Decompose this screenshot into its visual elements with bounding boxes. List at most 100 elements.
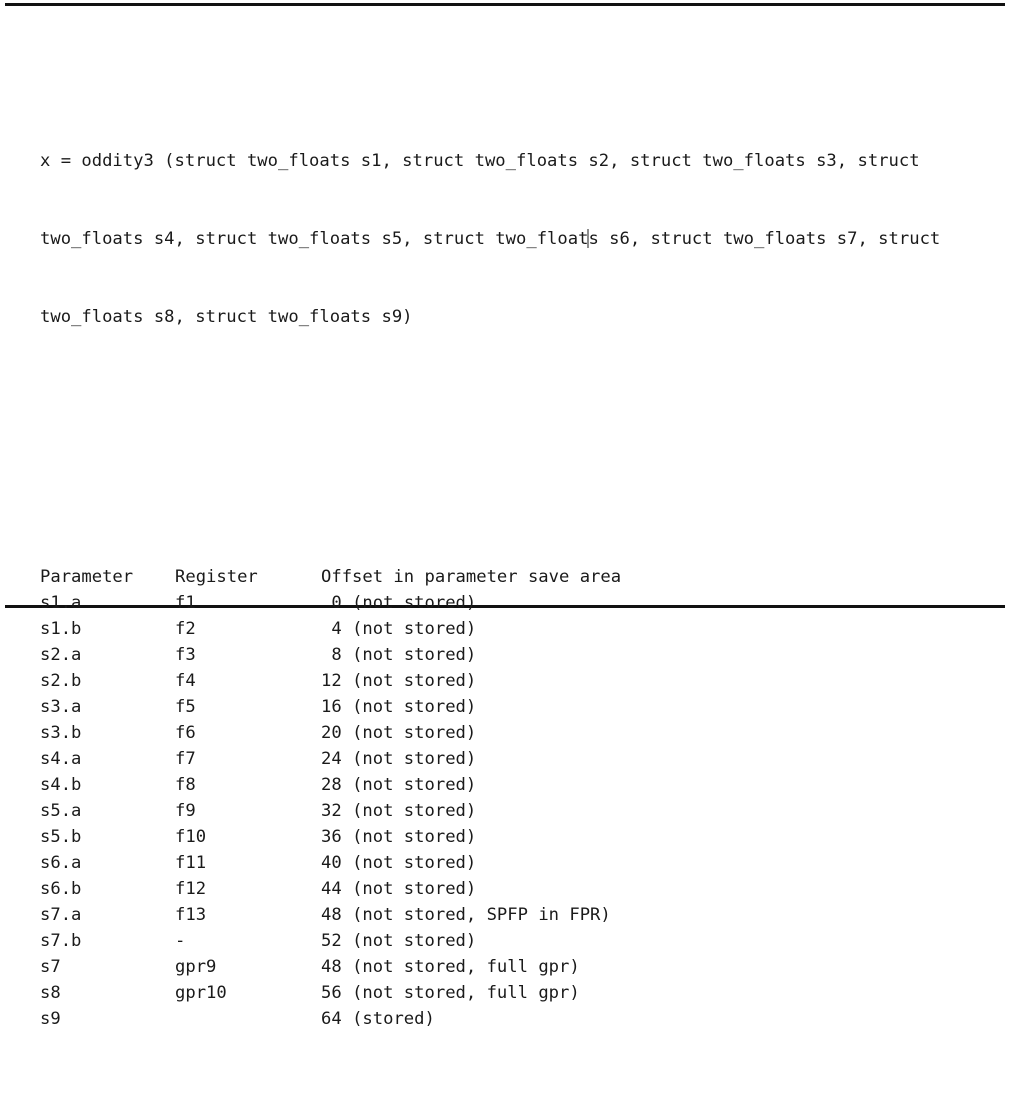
cell-register: f6 [175, 723, 196, 743]
cell-parameter: s5.b [40, 827, 82, 847]
offset-note: (not stored) [352, 827, 477, 847]
table-row: s7.b-52 (not stored) [40, 928, 621, 954]
offset-note: (not stored) [352, 697, 477, 717]
cell-register: f2 [175, 619, 196, 639]
offset-value: 28 [321, 775, 342, 795]
offset-note: (not stored) [352, 723, 477, 743]
offset-note: (not stored) [352, 931, 477, 951]
code-listing-page: x = oddity3 (struct two_floats s1, struc… [5, 3, 1005, 1029]
cell-offset-note: 24 (not stored) [321, 746, 621, 772]
offset-value: 20 [321, 723, 342, 743]
listing-content: x = oddity3 (struct two_floats s1, struc… [40, 18, 1010, 1110]
function-signature-block[interactable]: x = oddity3 (struct two_floats s1, struc… [40, 96, 1010, 382]
table-row: s6.b f12 44 (not stored) [40, 876, 621, 902]
offset-note: (not stored, full gpr) [352, 957, 580, 977]
cell-gap [280, 798, 321, 824]
cell-parameter: s3.a [40, 697, 82, 717]
cell-offset-note: 8 (not stored) [321, 642, 621, 668]
cell-register: f9 [175, 801, 196, 821]
bottom-horizontal-rule [5, 605, 1005, 608]
cell-offset-note: 48 (not stored, SPFP in FPR) [321, 902, 621, 928]
column-header-parameter: Parameter [40, 567, 134, 587]
offset-note: (not stored, full gpr) [352, 983, 580, 1003]
cell-register [175, 1006, 280, 1032]
offset-note: (not stored) [352, 619, 477, 639]
offset-value: 64 [321, 1009, 342, 1029]
cell-gap [280, 590, 321, 616]
cell-parameter: s1.b [40, 619, 82, 639]
cell-gap [280, 980, 321, 1006]
column-header-register: Register [175, 567, 258, 587]
signature-line-3: two_floats s8, struct two_floats s9) [40, 307, 413, 327]
cell-parameter: s9 [40, 1009, 61, 1029]
cell-gap [280, 824, 321, 850]
cell-gap [280, 772, 321, 798]
cell-register: gpr10 [175, 983, 227, 1003]
cell-offset-note: 36 (not stored) [321, 824, 621, 850]
cell-parameter: s4.b [40, 775, 82, 795]
cell-gap [280, 616, 321, 642]
offset-note: (not stored) [352, 853, 477, 873]
cell-register: f12 [175, 879, 207, 899]
offset-note: (not stored) [352, 801, 477, 821]
offset-note: (not stored) [352, 645, 477, 665]
cell-gap [280, 1006, 321, 1032]
cell-gap [280, 850, 321, 876]
cell-offset-note: 28 (not stored) [321, 772, 621, 798]
cell-parameter: s8 [40, 983, 61, 1003]
cell-gap [280, 954, 321, 980]
cell-offset-note: 32 (not stored) [321, 798, 621, 824]
cell-gap [280, 720, 321, 746]
text-caret [587, 229, 590, 248]
offset-value: 36 [321, 827, 342, 847]
cell-register: f13 [175, 905, 207, 925]
cell-offset-note: 48 (not stored, full gpr) [321, 954, 621, 980]
cell-offset-note: 4 (not stored) [321, 616, 621, 642]
cell-register: f4 [175, 671, 196, 691]
cell-offset-note: 40 (not stored) [321, 850, 621, 876]
cell-register: f8 [175, 775, 196, 795]
signature-line-2: two_floats s4, struct two_floats s5, str… [40, 226, 1010, 252]
cell-parameter: s6.a [40, 853, 82, 873]
offset-note: (not stored) [352, 879, 477, 899]
table-row: s7.a f13 48 (not stored, SPFP in FPR) [40, 902, 621, 928]
offset-value: 52 [321, 931, 342, 951]
table-row: s6.a f11 40 (not stored) [40, 850, 621, 876]
signature-line-2-after-caret: s s6, struct two_floats s7, struct [588, 229, 941, 249]
cell-parameter: s2.b [40, 671, 82, 691]
offset-value: 48 [321, 957, 342, 977]
cell-parameter: s3.b [40, 723, 82, 743]
table-row: s3.b f6 20 (not stored) [40, 720, 621, 746]
cell-parameter: s5.a [40, 801, 82, 821]
cell-offset-note: 0 (not stored) [321, 590, 621, 616]
cell-parameter: s7.b [40, 931, 82, 951]
offset-value: 12 [321, 671, 342, 691]
cell-register: f11 [175, 853, 207, 873]
cell-parameter: s2.a [40, 645, 82, 665]
table-row: s1.b f2 4 (not stored) [40, 616, 621, 642]
table-row: s2.b f4 12 (not stored) [40, 668, 621, 694]
table-row: s4.b f8 28 (not stored) [40, 772, 621, 798]
cell-offset-note: 44 (not stored) [321, 876, 621, 902]
offset-note: (not stored) [352, 593, 477, 613]
offset-value: 44 [321, 879, 342, 899]
table-row: s5.a f9 32 (not stored) [40, 798, 621, 824]
offset-value: 8 [331, 645, 342, 665]
cell-register: gpr9 [175, 957, 217, 977]
offset-value: 24 [321, 749, 342, 769]
offset-note: (not stored) [352, 775, 477, 795]
cell-offset-note: 16 (not stored) [321, 694, 621, 720]
cell-register: f7 [175, 749, 196, 769]
cell-parameter: s6.b [40, 879, 82, 899]
offset-note: (not stored, SPFP in FPR) [352, 905, 611, 925]
cell-gap [280, 876, 321, 902]
cell-parameter: s7.a [40, 905, 82, 925]
cell-offset-note: 12 (not stored) [321, 668, 621, 694]
blank-line-separator [40, 460, 1010, 486]
